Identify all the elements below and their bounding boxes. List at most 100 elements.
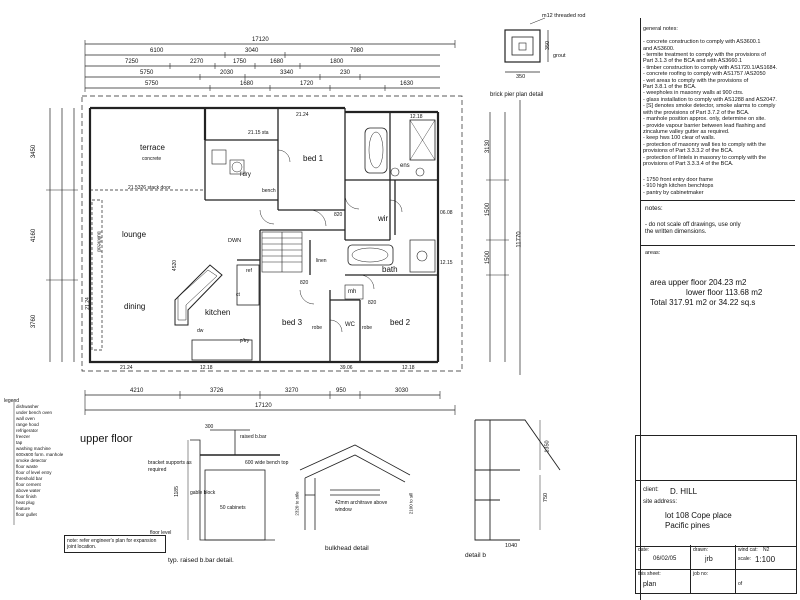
brick-pier-title: brick pier plan detail — [490, 92, 544, 98]
room-label-mh: mh — [348, 289, 357, 295]
tb-site-label: site address: — [643, 499, 678, 505]
detail-b-title: detail b — [465, 552, 486, 559]
bbar-detail-title: typ. raised b.bar detail. — [168, 557, 234, 564]
room-label-robe-2: robe — [362, 325, 373, 331]
dim-right: 3130 — [485, 139, 492, 154]
dim-right: 1500 — [485, 250, 492, 265]
dim-right-overall: 11770 — [516, 231, 523, 248]
room-label-linen: linen — [316, 258, 327, 264]
dim-bottom: 3030 — [395, 388, 409, 394]
room-label-lounge: lounge — [122, 230, 147, 239]
dim-bottom-overall: 17120 — [255, 403, 272, 409]
tb-client-label: client: — [643, 487, 659, 493]
tb-scale-label: scale: — [738, 556, 752, 562]
general-notes-title: general notes: — [643, 26, 678, 33]
plan-label: 12.15 — [440, 260, 453, 266]
bbar-label: 600 wide bench top — [245, 460, 289, 466]
legend-title: legend — [4, 398, 20, 404]
dim-top-overall: 17120 — [252, 37, 269, 43]
detail-b-dim: 750 — [543, 492, 550, 503]
room-label-concrete: concrete — [142, 156, 162, 162]
room-label-kitchen: kitchen — [205, 308, 231, 317]
plan-label: 21.24 — [84, 297, 91, 310]
dim-bottom: 950 — [336, 388, 347, 394]
dim-bottom: 3726 — [210, 388, 224, 394]
tb-row2-div-a — [690, 569, 691, 593]
dim-top: 5750 — [140, 70, 154, 76]
plan-label: 4520 — [172, 259, 179, 272]
room-label-wc: WC — [345, 322, 355, 328]
plan-label: 21.24 — [296, 112, 309, 118]
dim-top: 5750 — [145, 81, 159, 87]
dim-top: 1630 — [400, 81, 414, 87]
notes-title: notes: — [645, 205, 663, 212]
room-label-ct: ct — [236, 292, 240, 298]
tb-job-label: job no: — [693, 571, 709, 577]
tb-date-label: date: — [638, 547, 650, 553]
plan-label: 12.18 — [402, 365, 415, 371]
legend-item: wall oven — [16, 416, 35, 421]
room-label-bulkhead: bulkhead — [95, 231, 102, 252]
dim-top: 1750 — [233, 59, 247, 65]
dim-top: 1680 — [270, 59, 284, 65]
dim-top: 7980 — [350, 48, 364, 54]
dim-top: 1680 — [240, 81, 254, 87]
legend-item: feature — [16, 506, 31, 511]
tb-row1 — [635, 545, 797, 570]
room-label-bed2: bed 2 — [390, 318, 411, 327]
engineer-note: note: refer engineer's plan for expansio… — [64, 535, 166, 553]
dim-bottom: 4210 — [130, 388, 144, 394]
room-label-dw: dw — [197, 328, 204, 334]
brick-pier-dim-side: 350 — [545, 40, 552, 51]
detail-b-dim: 1040 — [505, 543, 518, 549]
tb-row1-div-b — [735, 545, 736, 569]
dim-top: 3340 — [280, 70, 294, 76]
tb-drawn-label: drawn: — [693, 547, 709, 553]
tb-sheet-label: this sheet: — [638, 571, 661, 577]
legend-item: under bench oven — [16, 410, 53, 415]
tb-client: D. HILL — [670, 487, 698, 496]
room-label-bed3: bed 3 — [282, 318, 303, 327]
dim-top: 1800 — [330, 59, 344, 65]
bulkhead-label: 2320 to stile — [294, 491, 300, 516]
legend-item: refrigerator — [16, 428, 39, 433]
dim-top: 3040 — [245, 48, 259, 54]
title-block: client: D. HILL site address: lot 108 Co… — [635, 435, 797, 595]
dim-top: 2030 — [220, 70, 234, 76]
bbar-label: 50 cabinets — [220, 505, 246, 511]
areas-title: areas: — [645, 250, 661, 256]
tb-row2-div-b — [735, 569, 736, 593]
dim-right: 1500 — [485, 202, 492, 217]
bbar-label: 1185 — [173, 486, 180, 497]
tb-header-box — [635, 435, 797, 481]
stack-door-label: 21.5326 stack door — [128, 185, 171, 191]
room-label-wir: wir — [378, 214, 389, 223]
tb-site-line2: Pacific pines — [665, 521, 710, 530]
legend-item: threshold bar — [16, 476, 43, 481]
legend-item: floor of level entry — [16, 470, 52, 475]
dim-left: 3760 — [31, 314, 38, 329]
plan-label: 12.18 — [410, 114, 423, 120]
tb-row1-div-a — [690, 545, 691, 569]
tb-site-line1: lot 108 Cope place — [665, 511, 732, 520]
tb-date: 06/02/05 — [653, 556, 677, 562]
brick-pier-dim: 350 — [516, 74, 526, 80]
room-label-ptry: p'try — [240, 338, 250, 344]
notes-text: - do not scale off drawings, use only th… — [645, 222, 741, 235]
area-upper: area upper floor 204.23 m2 — [650, 278, 747, 287]
general-notes-text: - concrete construction to comply with A… — [643, 39, 778, 167]
room-label-dwn: DWN — [228, 238, 242, 244]
brick-pier-rod-label: m12 threaded rod — [542, 13, 586, 19]
plan-label: 21.24 — [120, 365, 133, 371]
legend-item: tap — [16, 440, 23, 445]
plan-label: 21.15 sta — [248, 130, 269, 136]
room-label-terrace: terrace — [140, 143, 165, 152]
area-lower: lower floor 113.68 m2 — [686, 288, 763, 297]
legend-item: heat plug — [16, 500, 35, 505]
dim-top: 7250 — [125, 59, 139, 65]
detail-b-dim: 1350 — [544, 440, 551, 453]
plan-title: upper floor — [80, 433, 133, 445]
plan-label: 12.18 — [200, 365, 213, 371]
dim-top: 1720 — [300, 81, 314, 87]
